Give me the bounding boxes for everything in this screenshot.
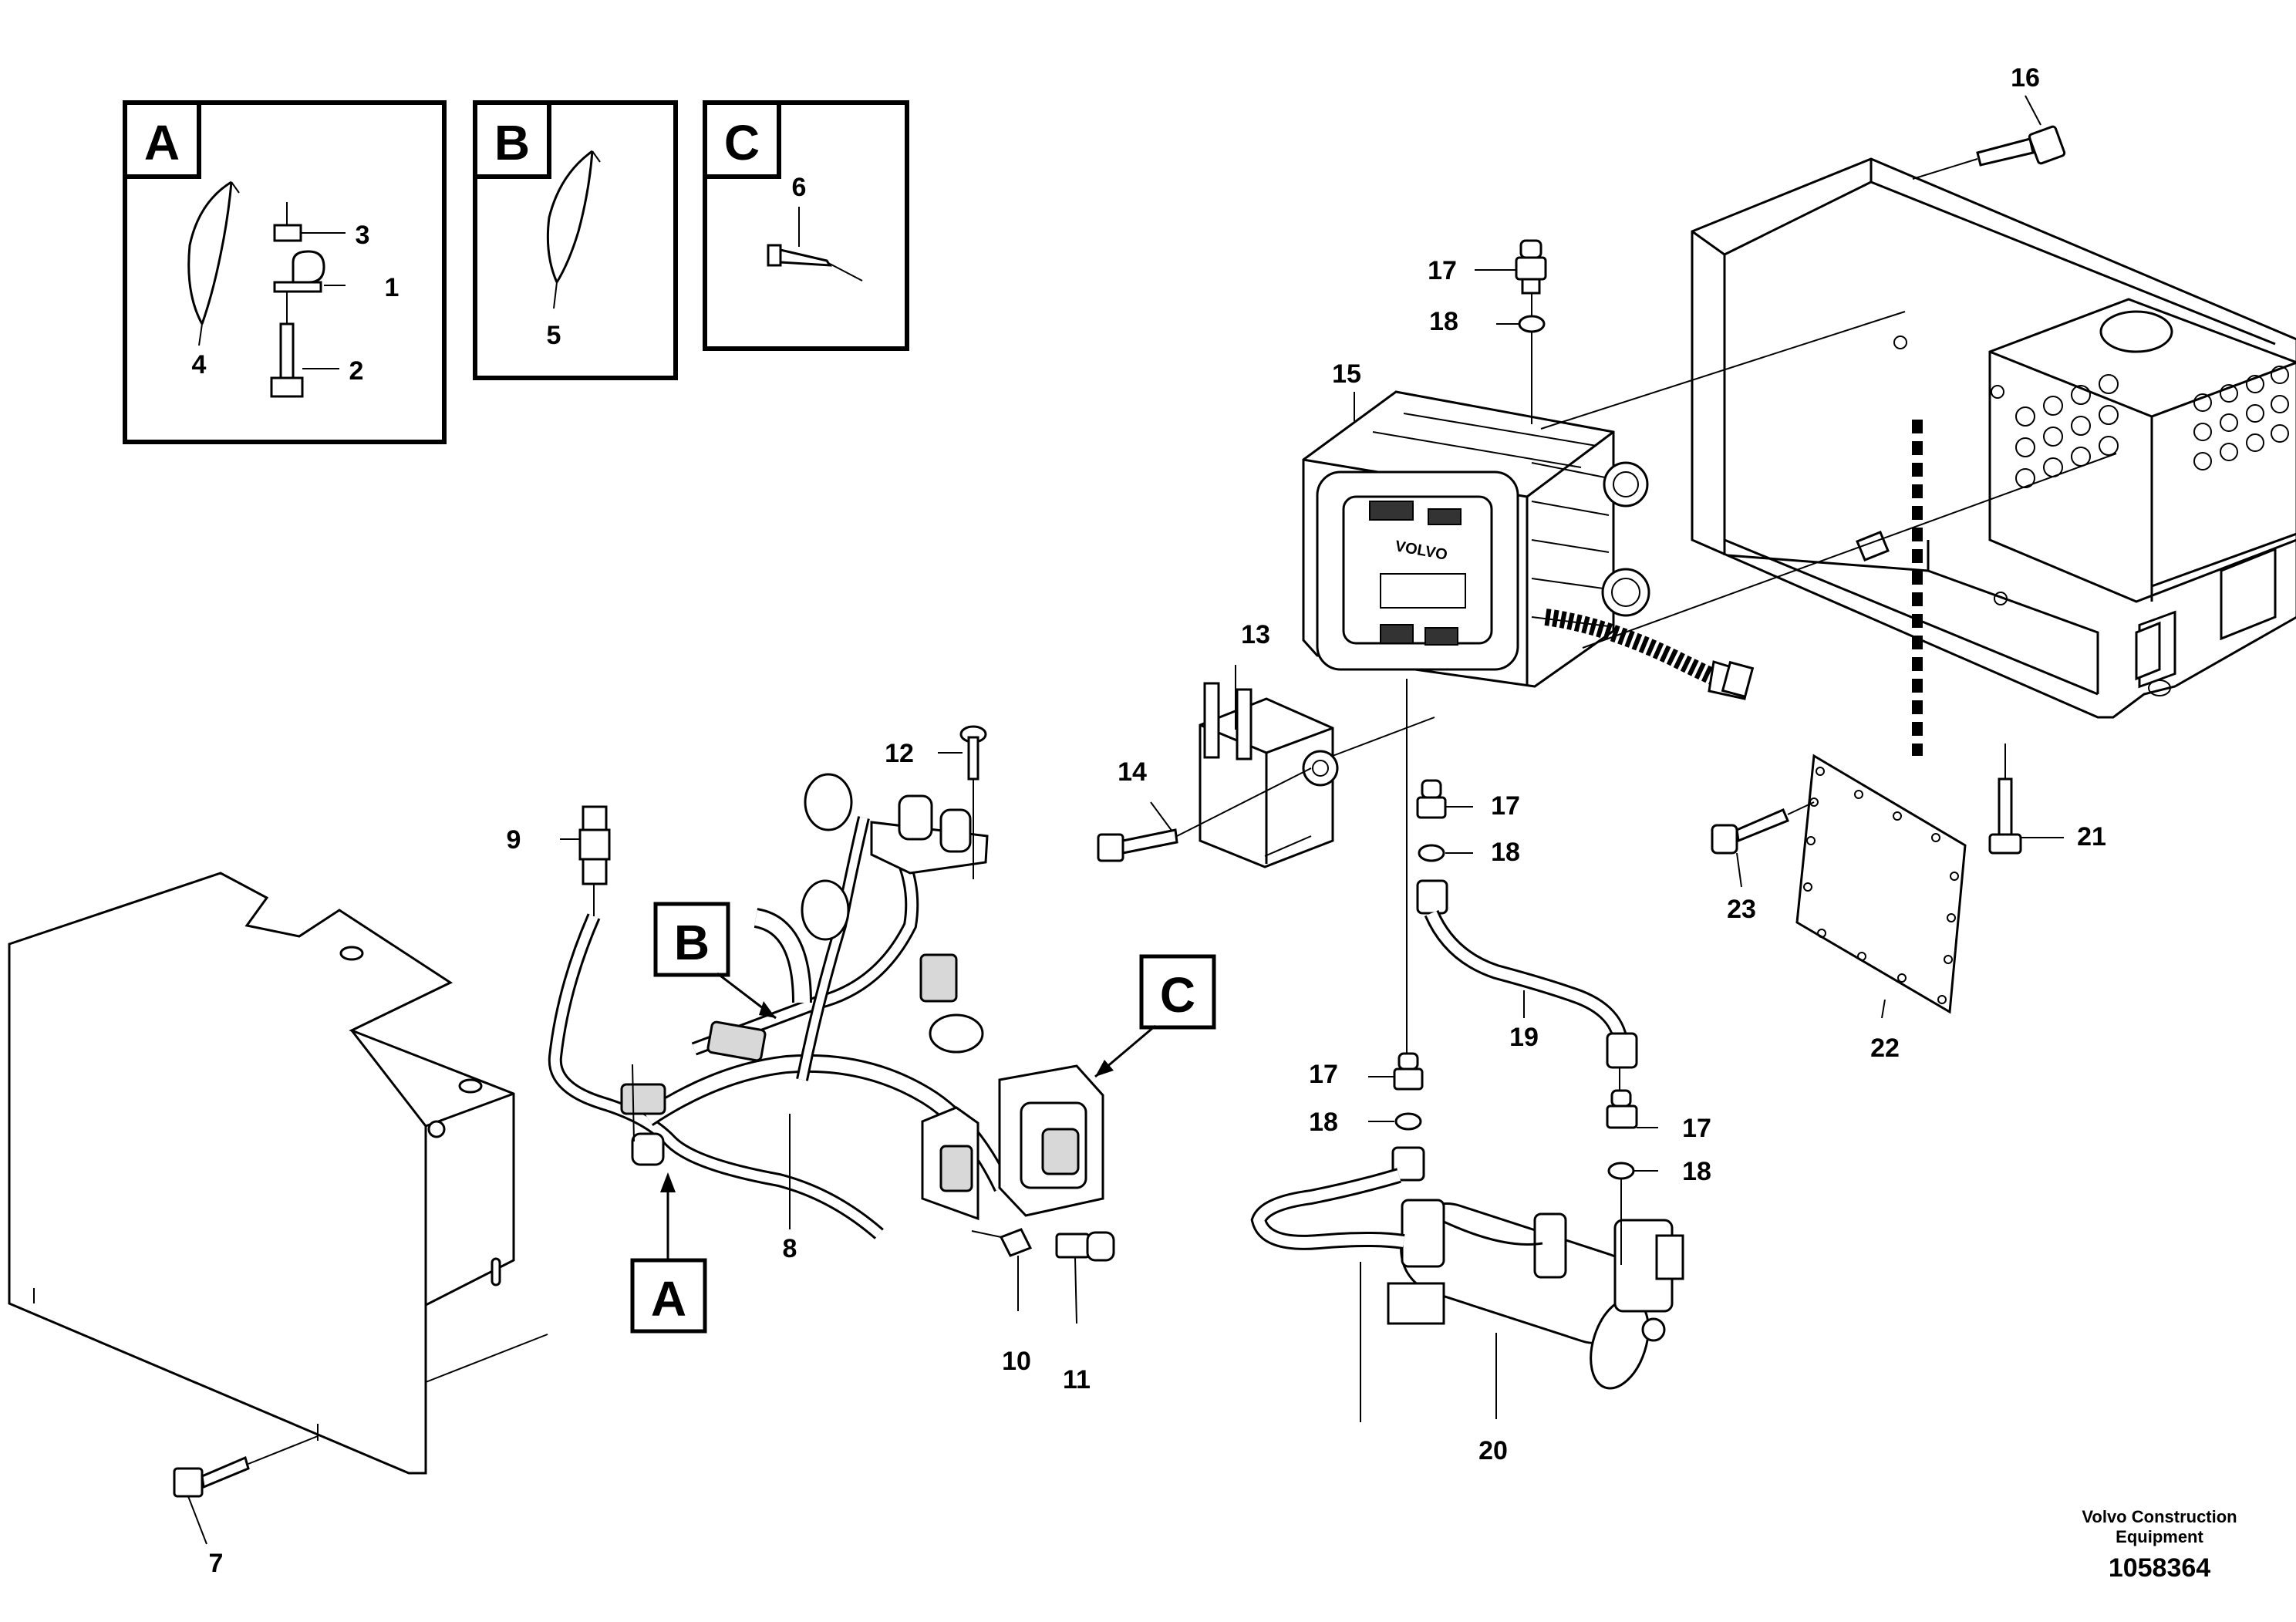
part-number-1: 1 <box>385 273 400 302</box>
credit-block: Volvo Construction Equipment 1058364 <box>2082 1507 2237 1583</box>
part-number-9: 9 <box>507 825 521 855</box>
part-number-18: 18 <box>1429 307 1458 336</box>
part-number-16: 16 <box>2011 63 2040 93</box>
callout-tag-c: C <box>1094 954 1216 1078</box>
callout-tag-b: B <box>653 902 777 1020</box>
screw-illustration <box>270 292 339 398</box>
nut-fitting <box>971 1228 1033 1311</box>
control-unit: VOLVO <box>1302 390 1755 700</box>
part-number-18: 18 <box>1491 838 1520 867</box>
nut-illustration <box>273 202 318 242</box>
part-number-4: 4 <box>192 350 207 379</box>
protective-cover <box>8 872 548 1475</box>
cover-plate <box>1795 754 1967 1014</box>
detail-view-c-letter: C <box>724 115 760 170</box>
screw-12 <box>938 725 987 879</box>
self-tapping-screw-illustration <box>767 244 863 282</box>
clamp-illustration <box>273 250 346 293</box>
relay-unit <box>1199 682 1339 868</box>
part-number-7: 7 <box>209 1549 224 1578</box>
detail-view-a: A 3 1 4 2 <box>123 100 447 444</box>
part-number-17: 17 <box>1428 256 1457 285</box>
cable-tie-illustration <box>546 150 601 283</box>
part-number-17: 17 <box>1309 1060 1338 1089</box>
part-number-22: 22 <box>1870 1034 1900 1063</box>
sensor <box>578 805 611 916</box>
connector-housing <box>921 1064 1104 1221</box>
part-number-17: 17 <box>1491 791 1520 821</box>
credit-line-1: Volvo Construction <box>2082 1507 2237 1526</box>
part-number-11: 11 <box>1063 1365 1091 1394</box>
part-number-20: 20 <box>1478 1436 1508 1465</box>
part-number-labels: 7 8 9 10 11 12 13 14 15 16 17 18 17 18 1… <box>209 63 2106 1578</box>
bolt-7 <box>173 1435 319 1545</box>
part-number-8: 8 <box>783 1234 797 1263</box>
bolt-21 <box>1988 744 2064 855</box>
part-number-13: 13 <box>1241 620 1270 649</box>
callout-b-letter: B <box>674 915 710 970</box>
callout-a-letter: A <box>651 1271 686 1327</box>
fitting-17-lower-right <box>1606 1067 1658 1265</box>
screw-23 <box>1711 801 1815 888</box>
part-number-2: 2 <box>349 356 364 386</box>
part-number-14: 14 <box>1118 757 1147 787</box>
vent-holes <box>2015 366 2289 488</box>
document-number: 1058364 <box>2109 1553 2210 1583</box>
fuel-pump-assembly <box>1387 1199 1684 1390</box>
part-number-21: 21 <box>2077 822 2106 851</box>
bolt-14 <box>1097 717 1435 862</box>
part-number-6: 6 <box>792 173 807 202</box>
part-number-3: 3 <box>356 221 370 250</box>
part-number-12: 12 <box>885 739 914 768</box>
part-number-19: 19 <box>1509 1023 1539 1052</box>
fitting-17-lower-left <box>1250 788 1425 1250</box>
detail-view-b-letter: B <box>494 115 530 170</box>
part-number-18: 18 <box>1309 1108 1338 1137</box>
wiring-harness <box>548 773 1011 1239</box>
cable-tie-illustration <box>187 180 240 325</box>
detail-view-b: B 5 <box>473 100 678 380</box>
part-number-23: 23 <box>1727 895 1756 924</box>
detail-view-c: C 6 <box>703 100 909 351</box>
callout-tag-a: A <box>630 1172 707 1334</box>
fitting-17-top <box>1475 239 1547 424</box>
mounting-box <box>1691 157 2296 719</box>
fitting-17-middle <box>1406 679 1638 1069</box>
leader-lines <box>560 311 2117 1422</box>
part-number-10: 10 <box>1002 1347 1031 1376</box>
bolt-16 <box>1912 95 2066 180</box>
part-number-18: 18 <box>1682 1157 1711 1186</box>
part-number-5: 5 <box>547 321 561 350</box>
part-number-17: 17 <box>1682 1114 1711 1143</box>
part-number-15: 15 <box>1332 359 1361 389</box>
plug-fitting <box>1055 1231 1115 1324</box>
callout-c-letter: C <box>1160 967 1195 1023</box>
credit-line-2: Equipment <box>2116 1527 2203 1546</box>
detail-view-a-letter: A <box>144 115 180 170</box>
